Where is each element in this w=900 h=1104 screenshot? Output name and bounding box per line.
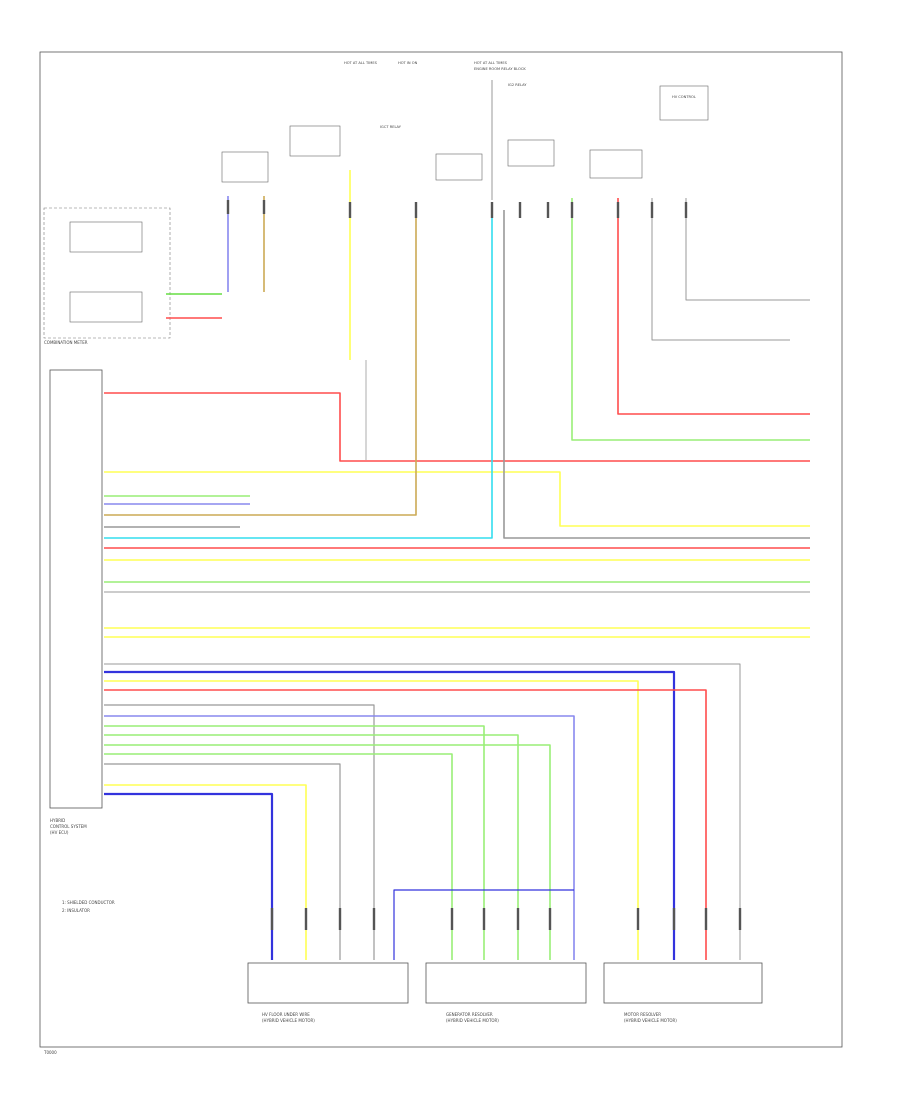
top-label-0: HOT AT ALL TIMES <box>344 61 378 65</box>
relay-box-3 <box>435 153 483 181</box>
conn-left-label-1: HV FLOOR UNDER WIRE <box>262 1012 310 1017</box>
wire-red-3 <box>104 689 707 960</box>
relay-box-1 <box>289 125 341 157</box>
relay-box-2 <box>221 151 269 183</box>
relay-box-5 <box>589 149 643 179</box>
wire-green-4 <box>104 734 519 960</box>
wire-blue-1 <box>104 670 676 960</box>
wire-gray-7 <box>685 198 810 301</box>
wire-black-1 <box>503 210 810 539</box>
wire-cyan-1 <box>104 210 493 539</box>
top-label-3: ENGINE ROOM RELAY BLOCK <box>474 67 526 71</box>
wire-green-6 <box>104 753 453 960</box>
top-label-4: IGCT RELAY <box>380 125 402 129</box>
conn-right-label-2: (HYBRID VEHICLE MOTOR) <box>624 1018 677 1023</box>
conn-right-label-1: MOTOR RESOLVER <box>624 1012 661 1017</box>
connector-hv-floor <box>247 962 409 1004</box>
wire-red-1 <box>104 392 810 462</box>
wire-gray-5 <box>104 763 341 960</box>
conn-mid-label-2: (HYBRID VEHICLE MOTOR) <box>446 1018 499 1023</box>
meter-subsystem-box <box>43 207 171 339</box>
relay-box-6 <box>659 85 709 121</box>
conn-left-label-2: (HYBRID VEHICLE MOTOR) <box>262 1018 315 1023</box>
legend-1: 1: SHIELDED CONDUCTOR <box>62 900 115 905</box>
wire-red-4 <box>617 198 810 415</box>
left-header: COMBINATION METER <box>44 340 88 345</box>
hv-ecu-box <box>49 369 103 809</box>
connector-generator-resolver <box>425 962 587 1004</box>
wire-green-5 <box>104 744 551 960</box>
wires-group <box>104 80 810 960</box>
meter-block-lower <box>69 291 143 323</box>
wire-green-3 <box>104 725 485 960</box>
top-label-1: HOT IN ON <box>398 61 418 65</box>
wire-tan-1 <box>104 210 417 516</box>
wire-gray-4 <box>104 704 375 960</box>
ecu-label-3: (HV ECU) <box>50 830 69 835</box>
top-label-6: HV CONTROL <box>672 95 696 99</box>
wire-gray-6 <box>651 198 790 341</box>
connector-motor-resolver <box>603 962 763 1004</box>
wire-yellow-1 <box>104 471 810 527</box>
relay-box-4 <box>507 139 555 167</box>
top-label-5: IG2 RELAY <box>508 83 527 87</box>
wire-blue-2 <box>104 792 274 960</box>
ecu-label-1: HYBRID <box>50 818 65 823</box>
wire-gray-3 <box>104 663 741 960</box>
diagram-frame <box>39 51 843 1048</box>
ecu-label-2: CONTROL SYSTEM <box>50 824 87 829</box>
wire-green-7 <box>571 198 810 441</box>
meter-block-upper <box>69 221 143 253</box>
legend-2: 2: INSULATOR <box>62 908 90 913</box>
footer-code: T0000 <box>43 1050 57 1055</box>
conn-mid-label-1: GENERATOR RESOLVER <box>446 1012 493 1017</box>
wire-lav-2 <box>104 715 575 960</box>
wire-blue-3 <box>393 889 574 960</box>
top-label-2: HOT AT ALL TIMES <box>474 61 508 65</box>
wire-yellow-6 <box>104 784 307 960</box>
wire-yellow-5 <box>104 680 639 960</box>
